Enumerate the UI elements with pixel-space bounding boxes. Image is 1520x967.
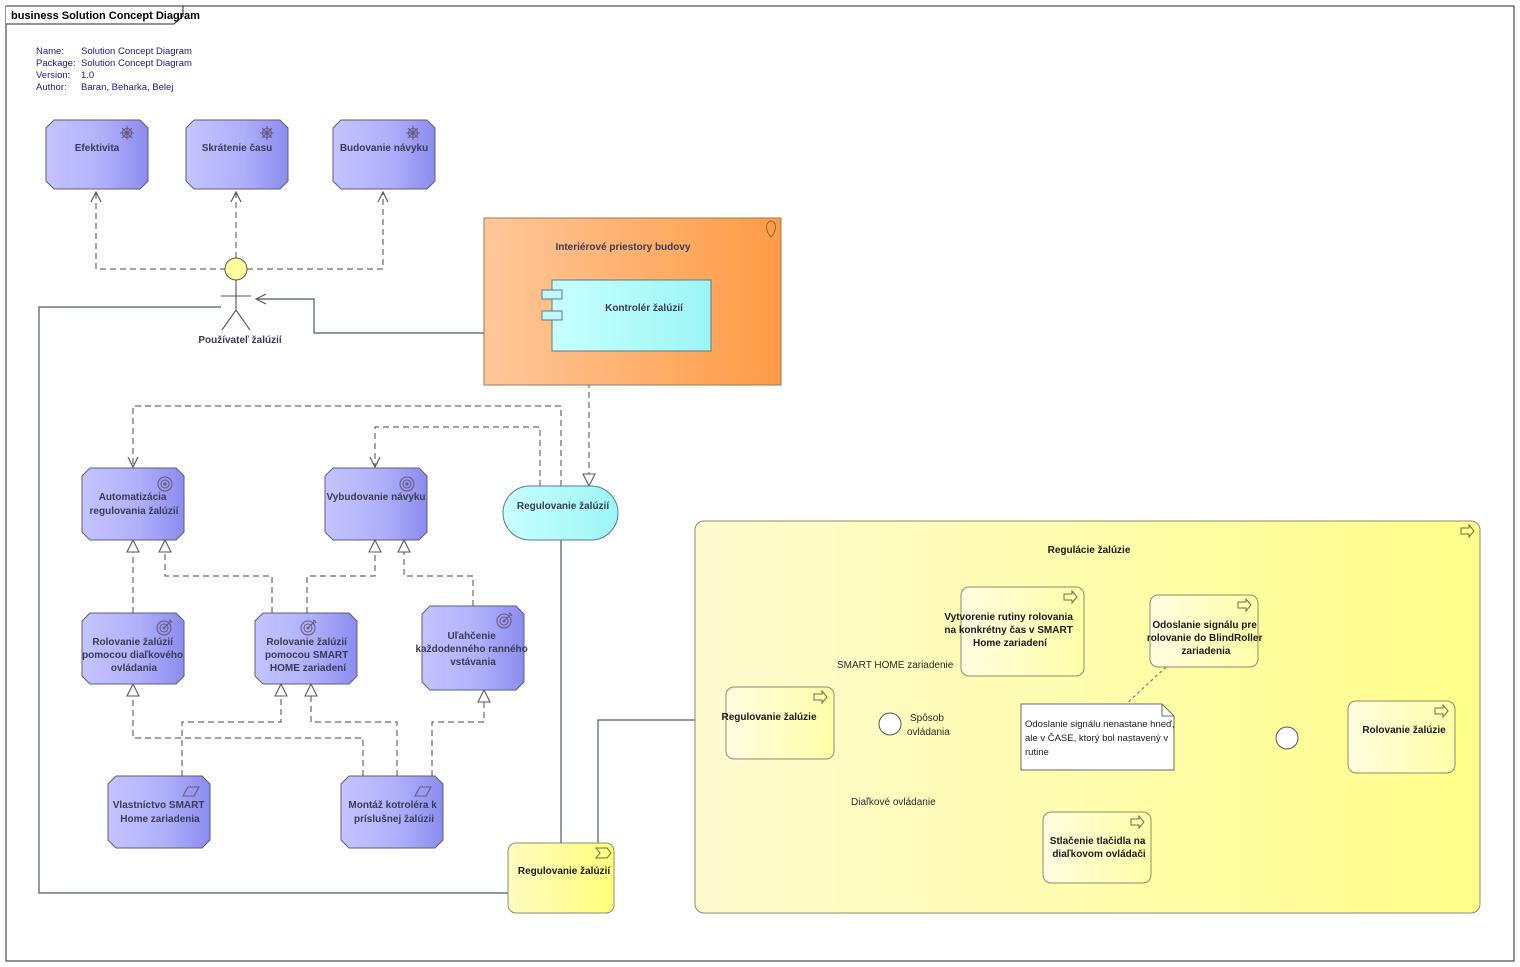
process-arrow-icon — [1237, 597, 1252, 613]
target-icon — [156, 619, 173, 636]
requirement-vlastnictvo-smart[interactable]: Vlastníctvo SMART Home zariadenia — [107, 775, 211, 849]
component-kontroler-zaluzii[interactable]: Kontrolér žalúzií — [541, 279, 712, 352]
realization-edge-req1-goal1[interactable] — [181, 684, 281, 776]
meta-value-package: Solution Concept Diagram — [81, 58, 192, 69]
requirement-montaz-kontrolera[interactable]: Montáž kotroléra k príslušnej žalúzii — [340, 775, 444, 849]
function-label: Regulovanie žalúzií — [518, 866, 611, 877]
process-step-regulovanie-zaluzie[interactable]: Regulovanie žalúzie — [721, 686, 835, 760]
steering-wheel-icon — [260, 126, 274, 140]
driver-efektivita[interactable]: Efektivita — [45, 119, 149, 190]
frame-title-tab — [6, 5, 184, 25]
process-step-rolovanie-zaluzie[interactable]: Rolovanie žalúzie — [1347, 700, 1456, 774]
process-step-label: Regulovanie žalúzie — [721, 712, 816, 723]
diagram-frame — [5, 5, 1515, 962]
metadata-block: Name: Solution Concept Diagram Package: … — [36, 46, 192, 93]
driver-skratenie-casu[interactable]: Skrátenie času — [185, 119, 289, 190]
flow-edge-function-process[interactable] — [597, 715, 726, 843]
function-regulovanie-zaluzii[interactable]: Regulovanie žalúzií — [507, 842, 615, 914]
process-step-odoslanie-signalu[interactable]: Odoslanie signálu pre rolovanie do Blind… — [1147, 594, 1265, 668]
location-pin-icon — [766, 220, 776, 238]
actor-junction — [224, 257, 248, 281]
outcome-label: Automatizácia regulovania žalúzií — [90, 492, 180, 517]
realization-edge-goal3-outcome2[interactable] — [404, 540, 474, 606]
meta-key-author: Author: — [36, 82, 67, 93]
edge-label-dialkove-ovladanie: Diaľkové ovládanie — [851, 797, 936, 808]
influence-edge-efektivita[interactable] — [96, 192, 226, 270]
goal-rolovanie-smart-home[interactable]: Rolovanie žalúzií pomocou SMART HOME zar… — [254, 612, 358, 685]
driver-label: Efektivita — [75, 143, 120, 154]
target-icon — [300, 619, 317, 636]
influence-edge-budovanie[interactable] — [247, 192, 383, 270]
actor-pouzivatel-zaluzii[interactable]: Používateľ žalúzií — [198, 257, 283, 346]
location-label: Interiérové priestory budovy — [555, 242, 690, 253]
steering-wheel-icon — [406, 126, 420, 140]
meta-value-author: Baran, Beharka, Belej — [81, 82, 173, 93]
process-step-vytvorenie-rutiny[interactable]: Vytvorenie rutiny rolovania na konkrétny… — [944, 586, 1085, 677]
actor-label: Používateľ žalúzií — [198, 335, 283, 346]
outcome-icon — [157, 476, 173, 492]
influence-edge-service-automatizacia[interactable] — [133, 405, 562, 486]
edge-label-smart-home: SMART HOME zariadenie — [837, 660, 954, 671]
outcome-label: Vybudovanie návyku — [326, 492, 425, 503]
process-step-label: Stlačenie tlačidla na diaľkovom ovládači — [1050, 836, 1148, 860]
driver-label: Budovanie návyku — [340, 143, 428, 154]
process-step-label: Odoslanie signálu pre rolovanie do Blind… — [1147, 620, 1265, 657]
function-icon — [594, 847, 612, 859]
junction-merge[interactable] — [1275, 726, 1299, 750]
outcome-icon — [399, 476, 415, 492]
requirement-label: Vlastníctvo SMART Home zariadenia — [113, 800, 207, 825]
outcome-vybudovanie-navyku[interactable]: Vybudovanie návyku — [324, 467, 428, 541]
process-step-label: Rolovanie žalúzie — [1362, 725, 1446, 736]
requirement-icon — [414, 786, 432, 797]
frame-title: business Solution Concept Diagram — [11, 10, 200, 22]
driver-budovanie-navyku[interactable]: Budovanie návyku — [332, 119, 436, 190]
realization-edge-goal2-outcome1[interactable] — [165, 540, 273, 613]
meta-value-name: Solution Concept Diagram — [81, 46, 192, 57]
requirement-icon — [182, 786, 200, 797]
serving-edge-component-actor[interactable] — [256, 299, 553, 334]
goal-label: Rolovanie žalúzií pomocou SMART HOME zar… — [265, 637, 351, 674]
process-group-label: Regulácie žalúzie — [1048, 545, 1131, 556]
note-text: Odoslanie signálu nenastane hneď, ale v … — [1025, 719, 1177, 758]
process-arrow-icon — [1460, 523, 1475, 539]
realization-edge-req2-goal3[interactable] — [431, 690, 484, 776]
realization-edge-req2-goal1[interactable] — [133, 684, 364, 776]
process-arrow-icon — [1434, 703, 1449, 719]
driver-label: Skrátenie času — [202, 143, 273, 154]
stick-figure-icon — [221, 280, 251, 331]
meta-key-name: Name: — [36, 46, 64, 57]
influence-edge-service-vybudovanie[interactable] — [375, 426, 541, 486]
meta-value-version: 1.0 — [81, 70, 94, 81]
process-arrow-icon — [1063, 589, 1078, 605]
requirement-label: Montáž kotroléra k príslušnej žalúzii — [348, 800, 439, 825]
goal-ulahcenie-vstavania[interactable]: Uľahčenie každodenného ranného vstávania — [415, 605, 530, 691]
realization-edge-req2-goal2[interactable] — [311, 684, 398, 776]
process-arrow-icon — [1130, 814, 1145, 830]
assignment-edge-actor-function[interactable] — [38, 306, 508, 894]
junction-sposob-ovladania[interactable] — [878, 712, 902, 736]
junction-label: Spôsob ovládania — [907, 713, 950, 738]
process-arrow-icon — [813, 689, 828, 705]
meta-key-version: Version: — [36, 70, 70, 81]
component-icon — [541, 289, 563, 321]
service-label: Regulovanie žalúzií — [517, 501, 610, 512]
process-step-stlacenie-tlacidla[interactable]: Stlačenie tlačidla na diaľkovom ovládači — [1042, 811, 1152, 884]
goal-label: Uľahčenie každodenného ranného vstávania — [415, 631, 530, 668]
outcome-automatizacia[interactable]: Automatizácia regulovania žalúzií — [81, 467, 185, 541]
goal-rolovanie-dialkove[interactable]: Rolovanie žalúzií pomocou diaľkového ovl… — [81, 612, 186, 685]
note[interactable]: Odoslanie signálu nenastane hneď, ale v … — [1020, 666, 1177, 771]
process-step-label: Vytvorenie rutiny rolovania na konkrétny… — [944, 612, 1075, 649]
service-regulovanie-zaluzii[interactable]: Regulovanie žalúzií — [502, 485, 619, 541]
goal-label: Rolovanie žalúzií pomocou diaľkového ovl… — [82, 637, 186, 674]
steering-wheel-icon — [120, 126, 134, 140]
meta-key-package: Package: — [36, 58, 76, 69]
target-icon — [496, 612, 513, 629]
component-label: Kontrolér žalúzií — [605, 303, 684, 314]
realization-edge-goal2-outcome2[interactable] — [306, 540, 375, 613]
